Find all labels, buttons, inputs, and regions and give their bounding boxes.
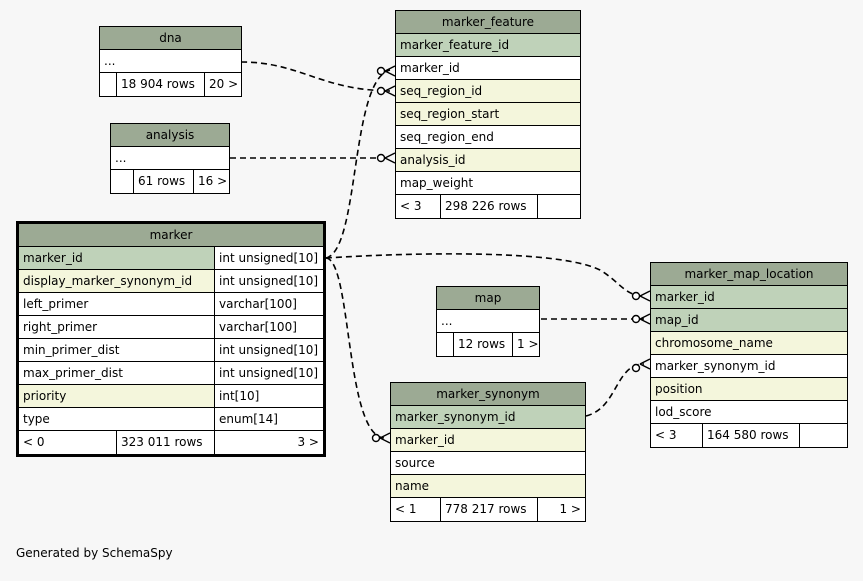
column-name: source — [395, 456, 435, 470]
column-type: varchar[100] — [214, 316, 323, 338]
table-title: marker_map_location — [651, 263, 847, 286]
parents-count: < 0 — [23, 435, 45, 449]
link-marker-marker-feature — [325, 69, 391, 259]
row-count: 298 226 rows — [440, 195, 537, 218]
column-name: marker_id — [395, 433, 455, 447]
table-marker-map-location[interactable]: marker_map_location marker_id map_id chr… — [650, 262, 848, 448]
column-name: seq_region_start — [400, 107, 500, 121]
column-type: int unsigned[10] — [214, 339, 323, 361]
column-type: varchar[100] — [214, 293, 323, 315]
column-name: seq_region_end — [400, 130, 494, 144]
column-name: priority — [23, 389, 67, 403]
crowfoot-marker-feature-analysis-id — [376, 153, 386, 163]
crowfoot-marker-synonym-marker-id — [371, 433, 381, 443]
column-name: display_marker_synonym_id — [23, 274, 193, 288]
children-count: 3 > — [214, 431, 323, 454]
parents-count — [437, 333, 453, 356]
parents-count: < 1 — [395, 502, 417, 516]
column-name: max_primer_dist — [23, 366, 123, 380]
column-name: marker_id — [400, 61, 460, 75]
column-name: marker_synonym_id — [655, 359, 776, 373]
parents-count — [111, 170, 133, 193]
children-count — [799, 424, 847, 447]
parents-count: < 3 — [400, 199, 422, 213]
row-count: 18 904 rows — [116, 73, 204, 96]
column-type: int[10] — [214, 385, 323, 407]
table-body: ... — [115, 151, 127, 165]
column-type: int unsigned[10] — [214, 270, 323, 292]
table-analysis[interactable]: analysis ... 61 rows 16 > — [110, 123, 230, 194]
column-name: marker_feature_id — [400, 38, 510, 52]
column-type: int unsigned[10] — [214, 247, 323, 269]
children-count: 1 > — [537, 498, 585, 521]
crowfoot-marker-map-location-marker-id — [631, 291, 641, 301]
table-body: ... — [441, 314, 453, 328]
children-count: 16 > — [193, 170, 229, 193]
generated-by-credit: Generated by SchemaSpy — [16, 546, 173, 560]
column-type: int unsigned[10] — [214, 362, 323, 384]
crowfoot-marker-feature-seq-region-id — [376, 86, 386, 96]
column-name: type — [23, 412, 50, 426]
crowfoot-marker-map-location-map-id — [631, 314, 641, 324]
table-title: dna — [100, 27, 241, 50]
table-marker[interactable]: marker marker_id int unsigned[10] displa… — [16, 221, 326, 457]
row-count: 12 rows — [453, 333, 512, 356]
column-name: min_primer_dist — [23, 343, 120, 357]
table-title: marker — [19, 224, 323, 247]
table-marker-synonym[interactable]: marker_synonym marker_synonym_id marker_… — [390, 382, 586, 522]
children-count: 20 > — [204, 73, 241, 96]
table-title: marker_feature — [396, 11, 580, 34]
children-count — [537, 195, 580, 218]
table-marker-feature[interactable]: marker_feature marker_feature_id marker_… — [395, 10, 581, 219]
table-map[interactable]: map ... 12 rows 1 > — [436, 286, 540, 357]
column-name: left_primer — [23, 297, 89, 311]
column-name: name — [395, 479, 430, 493]
link-marker-marker-map-location — [325, 253, 645, 297]
table-body: ... — [104, 54, 116, 68]
row-count: 61 rows — [133, 170, 193, 193]
parents-count — [100, 73, 116, 96]
column-name: map_id — [655, 313, 699, 327]
column-name: analysis_id — [400, 153, 466, 167]
column-type: enum[14] — [214, 408, 323, 430]
column-name: seq_region_id — [400, 84, 483, 98]
column-name: marker_id — [23, 251, 83, 265]
row-count: 778 217 rows — [440, 498, 537, 521]
column-name: chromosome_name — [655, 336, 773, 350]
crowfoot-marker-feature-marker-id — [376, 66, 386, 76]
column-name: marker_synonym_id — [395, 410, 516, 424]
table-title: map — [437, 287, 539, 310]
column-name: position — [655, 382, 703, 396]
children-count: 1 > — [512, 333, 539, 356]
column-name: lod_score — [655, 405, 712, 419]
row-count: 323 011 rows — [116, 431, 214, 454]
parents-count: < 3 — [655, 428, 677, 442]
crowfoot-marker-map-location-marker-synonym-id — [631, 363, 641, 373]
column-name: right_primer — [23, 320, 98, 334]
column-name: marker_id — [655, 290, 715, 304]
column-name: map_weight — [400, 176, 474, 190]
link-marker-marker-synonym — [325, 257, 386, 439]
table-title: marker_synonym — [391, 383, 585, 406]
table-title: analysis — [111, 124, 229, 147]
link-dna-marker-feature — [240, 61, 391, 92]
table-dna[interactable]: dna ... 18 904 rows 20 > — [99, 26, 242, 97]
row-count: 164 580 rows — [702, 424, 799, 447]
